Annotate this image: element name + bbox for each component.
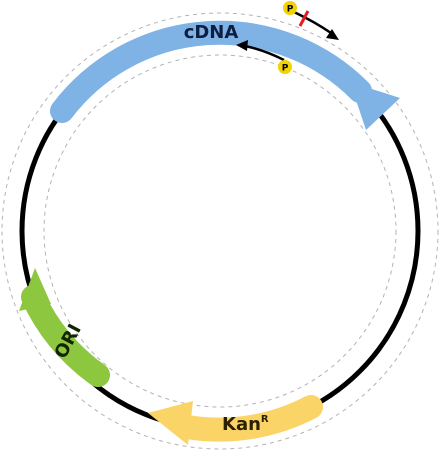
primer-forward-arrowhead (326, 29, 339, 40)
kanr-label-superscript: R (261, 414, 269, 425)
primer-reverse-label: P (282, 64, 289, 74)
cdna-feature-arrowhead (350, 82, 400, 130)
primer-reverse-badge (278, 60, 292, 74)
ori-feature-arrowhead (19, 268, 51, 311)
primer-block-mark (298, 10, 310, 27)
kanr-label-main: Kan (222, 414, 261, 435)
primer-forward-label: P (287, 5, 294, 15)
cdna-feature-arc (50, 20, 372, 123)
primer-forward-badge (283, 1, 297, 15)
primer-reverse-arrowhead (236, 40, 248, 51)
outer-guide-ring (1, 12, 439, 450)
primer-reverse-arrow (244, 44, 285, 62)
primer-forward-arrow (293, 10, 332, 35)
kanr-feature-arrowhead (148, 401, 193, 445)
kanr-label: KanR (222, 414, 269, 435)
kanr-feature-arc (175, 395, 323, 442)
cdna-label: cDNA (184, 22, 239, 43)
inner-guide-ring (43, 54, 397, 408)
